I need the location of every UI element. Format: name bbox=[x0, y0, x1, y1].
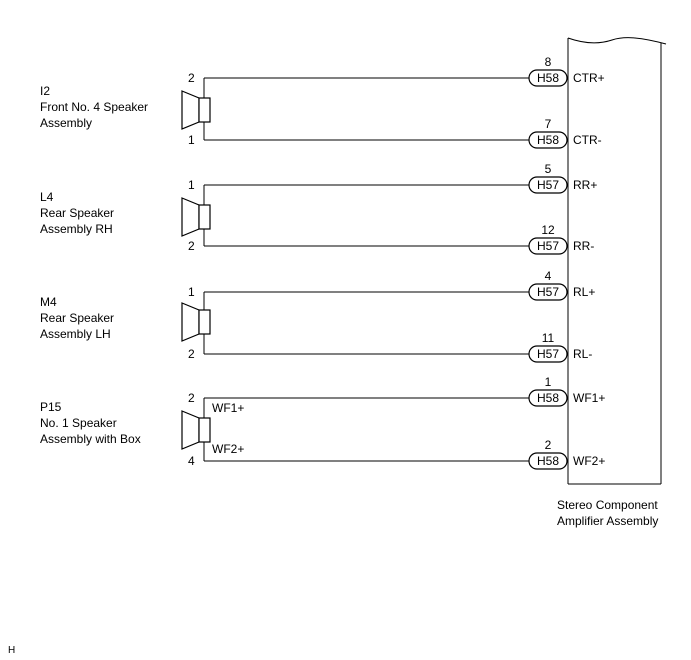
speaker-name-line: Assembly with Box bbox=[40, 432, 141, 446]
connector-code: H57 bbox=[537, 347, 559, 361]
wire-name-bottom: WF2+ bbox=[212, 442, 244, 456]
speaker-name-line: Rear Speaker bbox=[40, 311, 114, 325]
connector-code: H57 bbox=[537, 239, 559, 253]
speaker-pin-top: 1 bbox=[188, 178, 195, 192]
connector-code: H58 bbox=[537, 391, 559, 405]
terminal-signal: WF1+ bbox=[573, 391, 605, 405]
speaker-magnet-icon bbox=[198, 204, 211, 230]
corner-mark: H bbox=[8, 645, 16, 656]
terminal-signal: RL+ bbox=[573, 285, 595, 299]
speaker-code: M4 bbox=[40, 295, 57, 309]
speaker-cone-icon bbox=[181, 90, 200, 130]
terminal-signal: RL- bbox=[573, 347, 592, 361]
speaker-name-line: No. 1 Speaker bbox=[40, 416, 117, 430]
speaker-code: I2 bbox=[40, 84, 50, 98]
terminal-signal: RR+ bbox=[573, 178, 597, 192]
terminal-pin-number: 8 bbox=[545, 55, 552, 69]
terminal-rl-pos: H57 4RL+ bbox=[204, 269, 595, 301]
amplifier-label-line-2: Amplifier Assembly bbox=[557, 514, 658, 528]
terminal-signal: CTR- bbox=[573, 133, 602, 147]
speaker-name-line: Rear Speaker bbox=[40, 206, 114, 220]
connector-oval bbox=[528, 389, 568, 407]
terminal-pin-number: 5 bbox=[545, 162, 552, 176]
terminal-pin-number: 7 bbox=[545, 117, 552, 131]
speaker-pin-bottom: 2 bbox=[188, 239, 195, 253]
connector-code: H57 bbox=[537, 285, 559, 299]
terminal-pin-number: 12 bbox=[541, 223, 555, 237]
terminal-signal: WF2+ bbox=[573, 454, 605, 468]
connector-code: H58 bbox=[537, 133, 559, 147]
terminal-pin-number: 4 bbox=[545, 269, 552, 283]
terminal-signal: CTR+ bbox=[573, 71, 605, 85]
speaker-cone-icon bbox=[181, 197, 200, 237]
terminal-pin-number: 2 bbox=[545, 438, 552, 452]
speaker-magnet-icon bbox=[198, 417, 211, 443]
speaker-name-line: Assembly bbox=[40, 116, 92, 130]
connector-oval bbox=[528, 345, 568, 363]
terminal-pin-number: 1 bbox=[545, 375, 552, 389]
connector-oval bbox=[528, 176, 568, 194]
connector-oval bbox=[528, 131, 568, 149]
speaker-magnet-icon bbox=[198, 97, 211, 123]
speaker-pin-top: 1 bbox=[188, 285, 195, 299]
speaker-pin-bottom: 1 bbox=[188, 133, 195, 147]
connector-code: H57 bbox=[537, 178, 559, 192]
connector-code: H58 bbox=[537, 71, 559, 85]
speaker-pin-bottom: 4 bbox=[188, 454, 195, 468]
speaker-name-line: Assembly LH bbox=[40, 327, 111, 341]
speaker-pin-bottom: 2 bbox=[188, 347, 195, 361]
terminal-rr-pos: H57 5RR+ bbox=[204, 162, 597, 194]
terminal-signal: RR- bbox=[573, 239, 594, 253]
amplifier-label-line-1: Stereo Component bbox=[557, 498, 658, 512]
speaker-cone-icon bbox=[181, 410, 200, 450]
amplifier-box bbox=[567, 37, 667, 485]
speaker-pin-top: 2 bbox=[188, 391, 195, 405]
connector-oval bbox=[528, 69, 568, 87]
speaker-name-line: Front No. 4 Speaker bbox=[40, 100, 148, 114]
speaker-code: P15 bbox=[40, 400, 62, 414]
connector-code: H58 bbox=[537, 454, 559, 468]
connector-oval bbox=[528, 283, 568, 301]
speaker-magnet-icon bbox=[198, 309, 211, 335]
speaker-code: L4 bbox=[40, 190, 54, 204]
connector-oval bbox=[528, 452, 568, 470]
wire-name-top: WF1+ bbox=[212, 401, 244, 415]
speaker-name-line: Assembly RH bbox=[40, 222, 113, 236]
speaker-pin-top: 2 bbox=[188, 71, 195, 85]
connector-oval bbox=[528, 237, 568, 255]
speaker-cone-icon bbox=[181, 302, 200, 342]
terminal-pin-number: 11 bbox=[542, 331, 555, 345]
